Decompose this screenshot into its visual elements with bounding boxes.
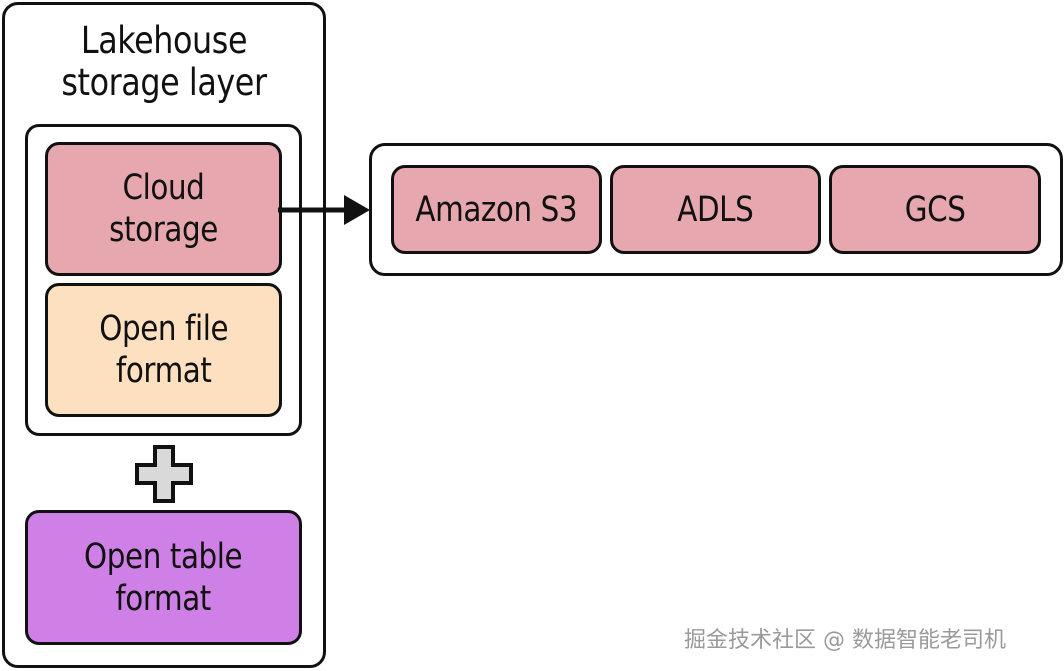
- watermark-text: 掘金技术社区 @ 数据智能老司机: [684, 628, 1006, 653]
- diagram-title: Lakehouse storage layer: [28, 20, 300, 104]
- provider-gcs-label: GCS: [904, 189, 966, 230]
- open-table-format-line-1: Open table: [84, 536, 243, 577]
- open-file-format-box: Open file format: [45, 283, 282, 417]
- provider-adls-label: ADLS: [677, 189, 754, 230]
- provider-adls-box: ADLS: [610, 165, 821, 254]
- cloud-storage-label: Cloud storage: [109, 168, 218, 250]
- open-file-format-line-1: Open file: [99, 309, 228, 349]
- open-file-format-line-2: format: [115, 351, 212, 391]
- provider-gcs-box: GCS: [829, 165, 1041, 254]
- open-table-format-box: Open table format: [25, 510, 302, 645]
- diagram-title-line-2: storage layer: [61, 61, 267, 104]
- plus-icon: [135, 445, 193, 503]
- cloud-storage-box: Cloud storage: [45, 142, 282, 276]
- open-table-format-line-2: format: [115, 578, 212, 619]
- arrow-right-icon: [278, 195, 370, 225]
- provider-amazon-s3-box: Amazon S3: [391, 165, 602, 254]
- diagram-title-line-1: Lakehouse: [80, 19, 248, 62]
- provider-amazon-s3-label: Amazon S3: [415, 189, 578, 230]
- open-table-format-label: Open table format: [84, 536, 243, 620]
- open-file-format-label: Open file format: [99, 308, 228, 392]
